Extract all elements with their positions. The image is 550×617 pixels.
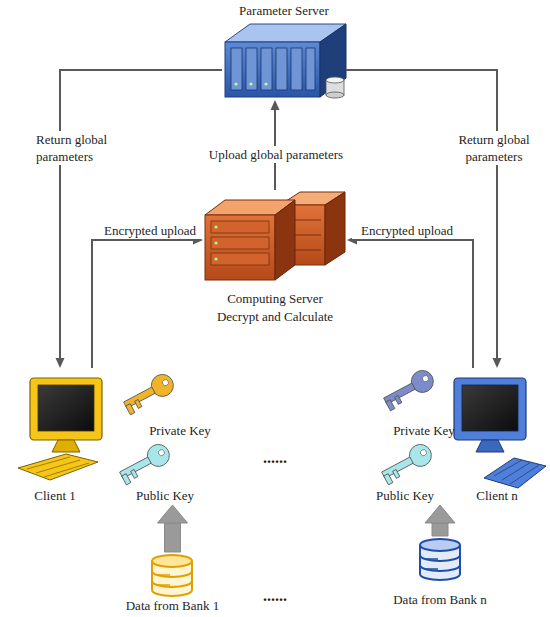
server-node: Computing ServerDecrypt and Calculate [203,190,347,330]
connector-line [346,70,497,359]
arrow-head [493,358,502,368]
ellipsis-mark: ...... [215,588,335,604]
arrow-head [425,505,455,523]
edge-label: Upload global parameters [206,146,346,163]
key-label: Private Key [364,423,484,439]
computer-node: Client n [365,368,545,505]
connector-arrow [56,70,223,368]
edge-label: Encrypted upload [98,222,202,239]
key-label: Public Key [345,488,465,504]
edge-label: Encrypted upload [352,222,462,239]
database-icon [152,555,192,596]
server-node: Parameter Server [222,0,346,100]
database-node: Data from Bank n [370,536,510,604]
server-icon [225,24,346,98]
node-title: Client 1 [15,488,95,504]
node-title: Client n [457,488,537,504]
arrow-head [271,100,280,110]
arrow-shaft [165,523,181,552]
connector-line [92,240,194,368]
data-flow-arrow [158,505,188,552]
connector-arrow [92,236,203,369]
public-key-icon [378,441,435,485]
node-title: Computing Server [203,291,347,307]
connector-arrow [346,70,502,368]
computer-icon [18,378,102,480]
data-flow-arrow [425,505,455,536]
key-label: Public Key [105,488,225,504]
computer-icon [454,378,546,488]
node-title: Data from Bank 1 [100,598,245,614]
edge-label: Return global parameters [36,131,148,165]
node-title: Data from Bank n [370,592,510,608]
server-icon [205,192,345,280]
edge-label: Return global parameters [440,131,548,165]
node-title: Parameter Server [222,3,346,19]
connector-line [60,70,222,359]
arrow-head [56,358,65,368]
arrow-head [158,505,188,523]
database-icon [420,539,460,580]
connector-arrow [347,236,473,369]
database-node: Data from Bank 1 [100,552,245,617]
key-label: Private Key [120,423,240,439]
public-key-icon [116,441,173,485]
private-key-icon [120,371,177,415]
private-key-icon [380,367,437,411]
connector-arrow [271,100,280,190]
connector-line [356,240,473,368]
ellipsis-mark: ...... [215,450,335,466]
arrow-shaft [432,523,448,536]
node-subtitle: Decrypt and Calculate [203,309,347,325]
